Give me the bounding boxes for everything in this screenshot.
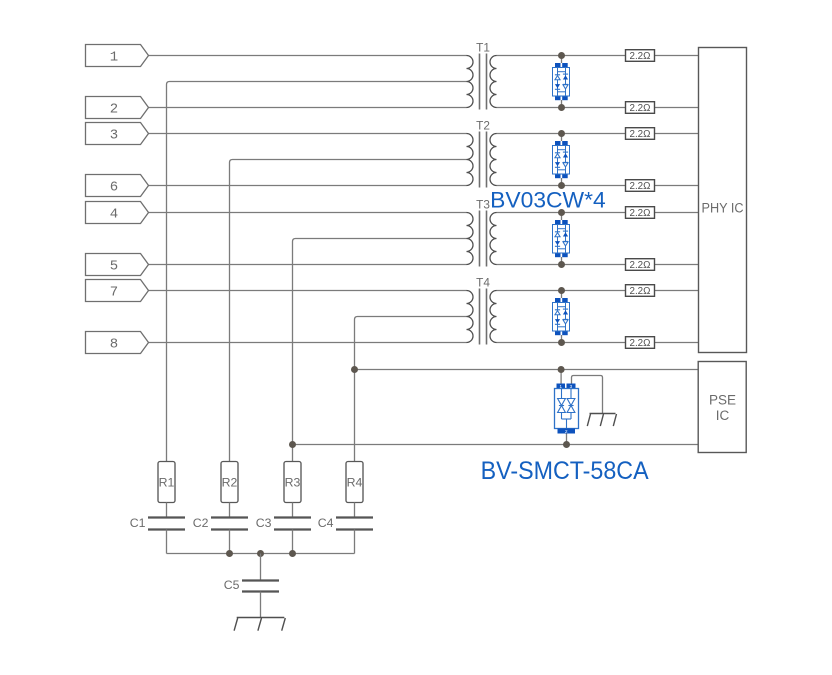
- svg-text:2.2Ω: 2.2Ω: [630, 103, 651, 114]
- svg-text:2.2Ω: 2.2Ω: [630, 338, 651, 349]
- svg-text:2.2Ω: 2.2Ω: [630, 260, 651, 271]
- svg-text:R2: R2: [222, 476, 238, 490]
- svg-text:C2: C2: [193, 516, 209, 530]
- svg-text:2.2Ω: 2.2Ω: [630, 51, 651, 62]
- svg-text:T1: T1: [476, 41, 490, 55]
- svg-text:3: 3: [110, 127, 118, 143]
- svg-text:2.2Ω: 2.2Ω: [630, 286, 651, 297]
- svg-text:R1: R1: [159, 476, 175, 490]
- svg-text:T2: T2: [476, 119, 490, 133]
- svg-text:7: 7: [110, 284, 118, 300]
- svg-text:5: 5: [110, 258, 118, 274]
- svg-text:6: 6: [110, 179, 118, 195]
- svg-text:2.2Ω: 2.2Ω: [630, 181, 651, 192]
- svg-text:PHY IC: PHY IC: [702, 201, 744, 216]
- svg-text:C1: C1: [130, 516, 146, 530]
- svg-text:4: 4: [110, 206, 118, 222]
- svg-text:8: 8: [110, 336, 118, 352]
- svg-text:2: 2: [565, 429, 568, 435]
- svg-text:2.2Ω: 2.2Ω: [630, 208, 651, 219]
- svg-text:R3: R3: [285, 476, 301, 490]
- svg-text:BV-SMCT-58CA: BV-SMCT-58CA: [481, 457, 649, 485]
- svg-text:2.2Ω: 2.2Ω: [630, 129, 651, 140]
- svg-text:C3: C3: [256, 516, 272, 530]
- svg-text:1: 1: [559, 384, 562, 389]
- svg-text:2: 2: [110, 101, 118, 117]
- svg-text:C4: C4: [318, 516, 334, 530]
- svg-text:1: 1: [110, 49, 118, 65]
- svg-text:R4: R4: [347, 476, 363, 490]
- svg-text:BV03CW*4: BV03CW*4: [490, 188, 606, 213]
- svg-text:3: 3: [570, 384, 573, 389]
- svg-text:PSE: PSE: [709, 393, 736, 408]
- svg-text:T4: T4: [476, 276, 490, 290]
- svg-text:C5: C5: [224, 578, 240, 592]
- svg-text:IC: IC: [716, 408, 730, 423]
- svg-text:T3: T3: [476, 198, 490, 212]
